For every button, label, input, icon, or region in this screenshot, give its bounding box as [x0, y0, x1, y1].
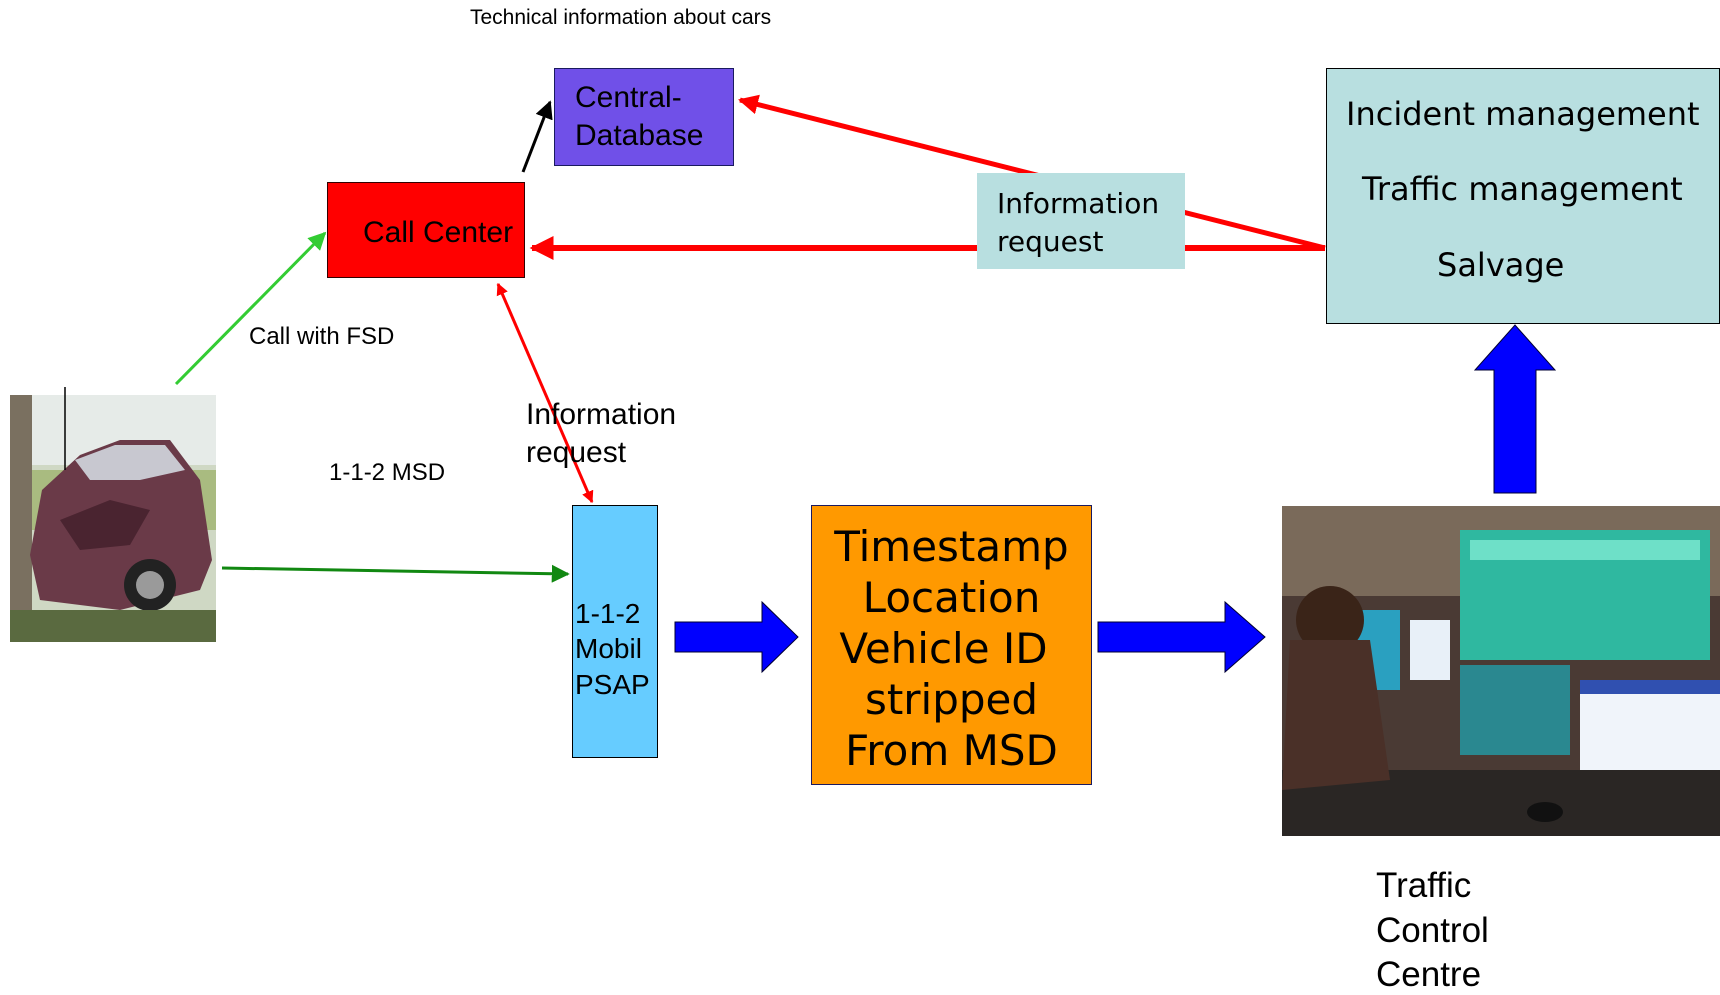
arrow-callcenter-to-database — [521, 100, 553, 173]
msd-stripped-label: stripped — [864, 675, 1039, 724]
arrow-car-to-psap — [221, 564, 570, 583]
management-box: Incident management Traffic management S… — [1326, 68, 1720, 324]
blue-arrow-psap-to-msd — [674, 600, 799, 674]
central-database-label-1: Central- — [575, 81, 682, 114]
call-center-label: Call Center — [363, 216, 514, 249]
msd-from-msd-label: From MSD — [845, 726, 1058, 775]
info-request-box-label-2: request — [997, 225, 1104, 258]
salvage-label: Salvage — [1437, 246, 1565, 284]
info-request-red-label-1: Information — [526, 398, 677, 431]
call-with-fsd-label: Call with FSD — [249, 323, 395, 350]
traffic-management-label: Traffic management — [1362, 170, 1683, 208]
central-database-box: Central- Database — [554, 68, 734, 166]
traffic-control-centre-image — [1282, 506, 1720, 836]
arrow-callcenter-psap — [496, 282, 594, 504]
psap-label-1: 1-1-2 — [575, 598, 641, 629]
central-database-label-2: Database — [575, 119, 704, 152]
psap-label-2: Mobil — [575, 633, 642, 664]
tcc-label-2: Control — [1376, 911, 1489, 950]
blue-arrow-tcc-to-management — [1473, 324, 1557, 494]
info-request-box: Information request — [977, 173, 1185, 269]
msd-location-label: Location — [862, 573, 1041, 622]
psap-label-3: PSAP — [575, 669, 650, 700]
tcc-label-3: Centre — [1376, 955, 1482, 994]
call-center-box: Call Center — [327, 182, 525, 278]
incident-management-label: Incident management — [1346, 95, 1700, 133]
msd-timestamp-label: Timestamp — [834, 522, 1069, 571]
blue-arrow-msd-to-tcc — [1097, 600, 1266, 674]
arrow-car-to-callcenter — [174, 231, 327, 386]
psap-box: 1-1-2 Mobil PSAP — [572, 505, 658, 758]
technical-info-label: Technical information about cars — [470, 6, 772, 29]
tcc-label-1: Traffic — [1376, 866, 1472, 905]
msd-label: 1-1-2 MSD — [329, 459, 446, 486]
info-request-red-label-2: request — [526, 436, 627, 469]
msd-vehicle-id-label: Vehicle ID — [839, 624, 1048, 673]
msd-content-box: Timestamp Location Vehicle ID stripped F… — [811, 505, 1092, 785]
crashed-car-image — [10, 387, 216, 642]
info-request-box-label-1: Information — [997, 187, 1160, 220]
